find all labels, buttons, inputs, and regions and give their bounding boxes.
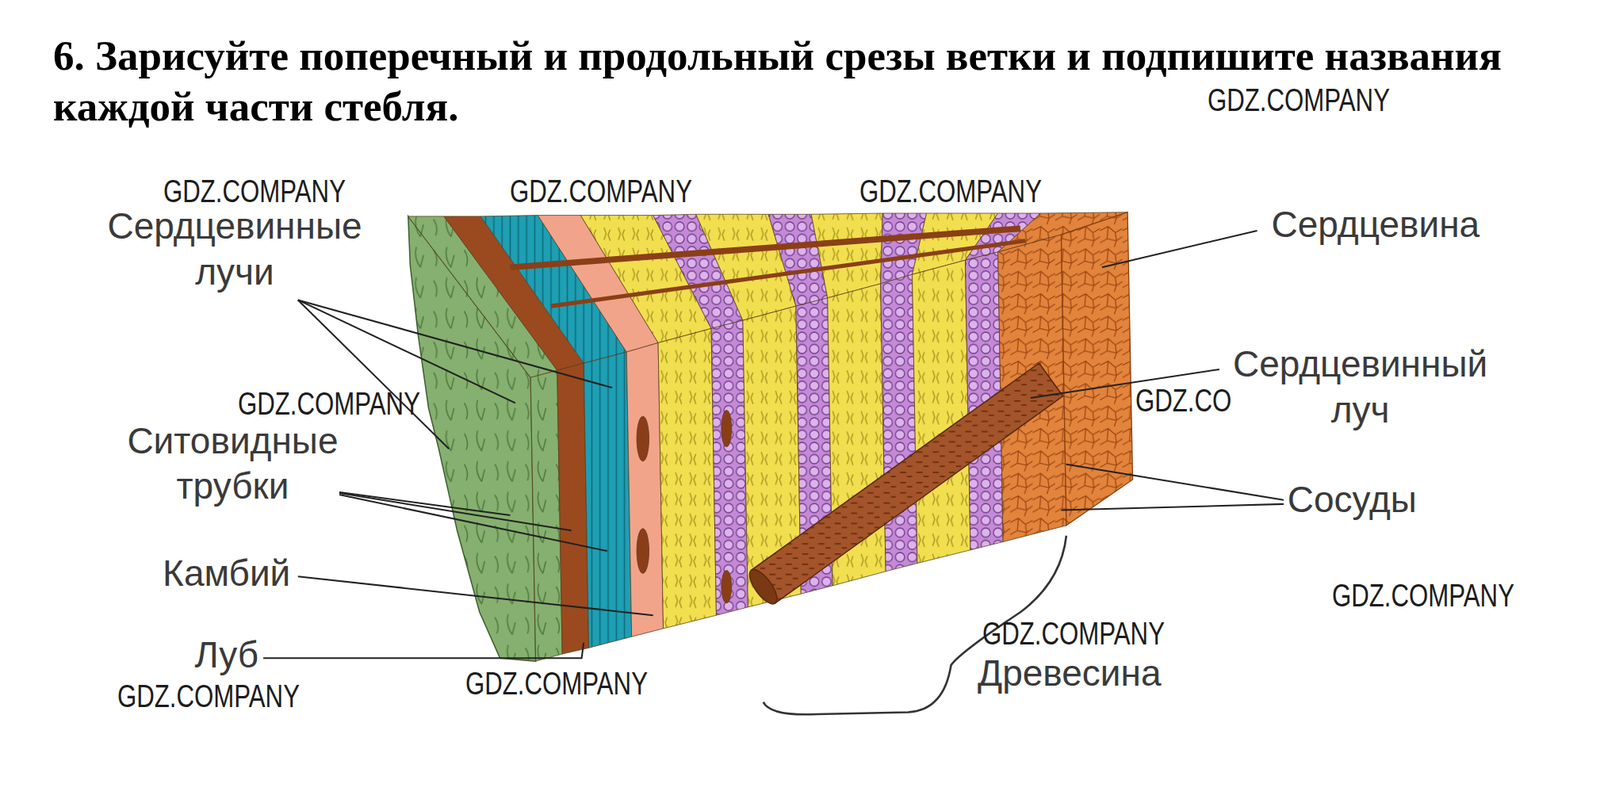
illustration-part <box>626 342 663 637</box>
illustration-part <box>636 416 649 462</box>
part-label: Сосуды <box>1286 477 1419 524</box>
illustration-part <box>658 328 716 628</box>
illustration-part <box>880 274 918 572</box>
illustration-part <box>306 487 572 531</box>
task-title: 6. Зарисуйте поперечный и продольный сре… <box>53 30 1560 132</box>
illustration-part <box>1060 504 1284 511</box>
watermark: GDZ.COMPANY <box>859 175 1042 207</box>
illustration-part <box>1102 230 1258 268</box>
watermark: GDZ.COMPANY <box>982 617 1165 650</box>
watermark: GDZ.COMPANY <box>1332 579 1515 612</box>
leader-lines <box>263 230 1284 659</box>
watermark: GDZ.COMPANY <box>465 667 648 700</box>
part-label: Древесина <box>976 650 1164 697</box>
illustration-part <box>1060 212 1133 526</box>
part-label: Камбий <box>160 551 292 598</box>
illustration-part <box>811 213 883 299</box>
illustration-part <box>530 370 563 662</box>
part-label: Ситовидные трубки <box>125 418 340 510</box>
longitudinal-section <box>530 212 1133 662</box>
watermark: GDZ.COMPANY <box>117 680 300 712</box>
illustration-part <box>583 352 632 648</box>
illustration-part <box>298 576 654 616</box>
watermark: GDZ.COMPANY <box>237 387 421 420</box>
illustration-part <box>711 320 748 616</box>
illustration-part <box>557 363 590 655</box>
illustration-part <box>751 363 1064 604</box>
illustration-part <box>636 528 649 575</box>
part-label: Сердцевинный луч <box>1231 341 1489 433</box>
watermark: GDZ.COMPANY <box>509 175 693 207</box>
illustration-part <box>721 570 732 604</box>
medullary-ray-rod <box>744 363 1063 609</box>
watermark: GDZ.COMPANY <box>1207 84 1390 116</box>
watermark: GDZ.COMPANY <box>163 175 346 207</box>
part-label: Луб <box>192 632 261 679</box>
illustration-part <box>298 299 613 388</box>
illustration-part <box>306 487 608 552</box>
illustration-part <box>912 260 971 563</box>
part-label: Сердцевинные лучи <box>105 203 364 295</box>
illustration-part <box>744 565 782 609</box>
part-label: Сердцевина <box>1270 202 1482 249</box>
illustration-part <box>721 409 732 447</box>
illustration-part <box>509 228 1020 268</box>
illustration-part <box>1066 464 1284 501</box>
illustration-part <box>263 643 584 659</box>
